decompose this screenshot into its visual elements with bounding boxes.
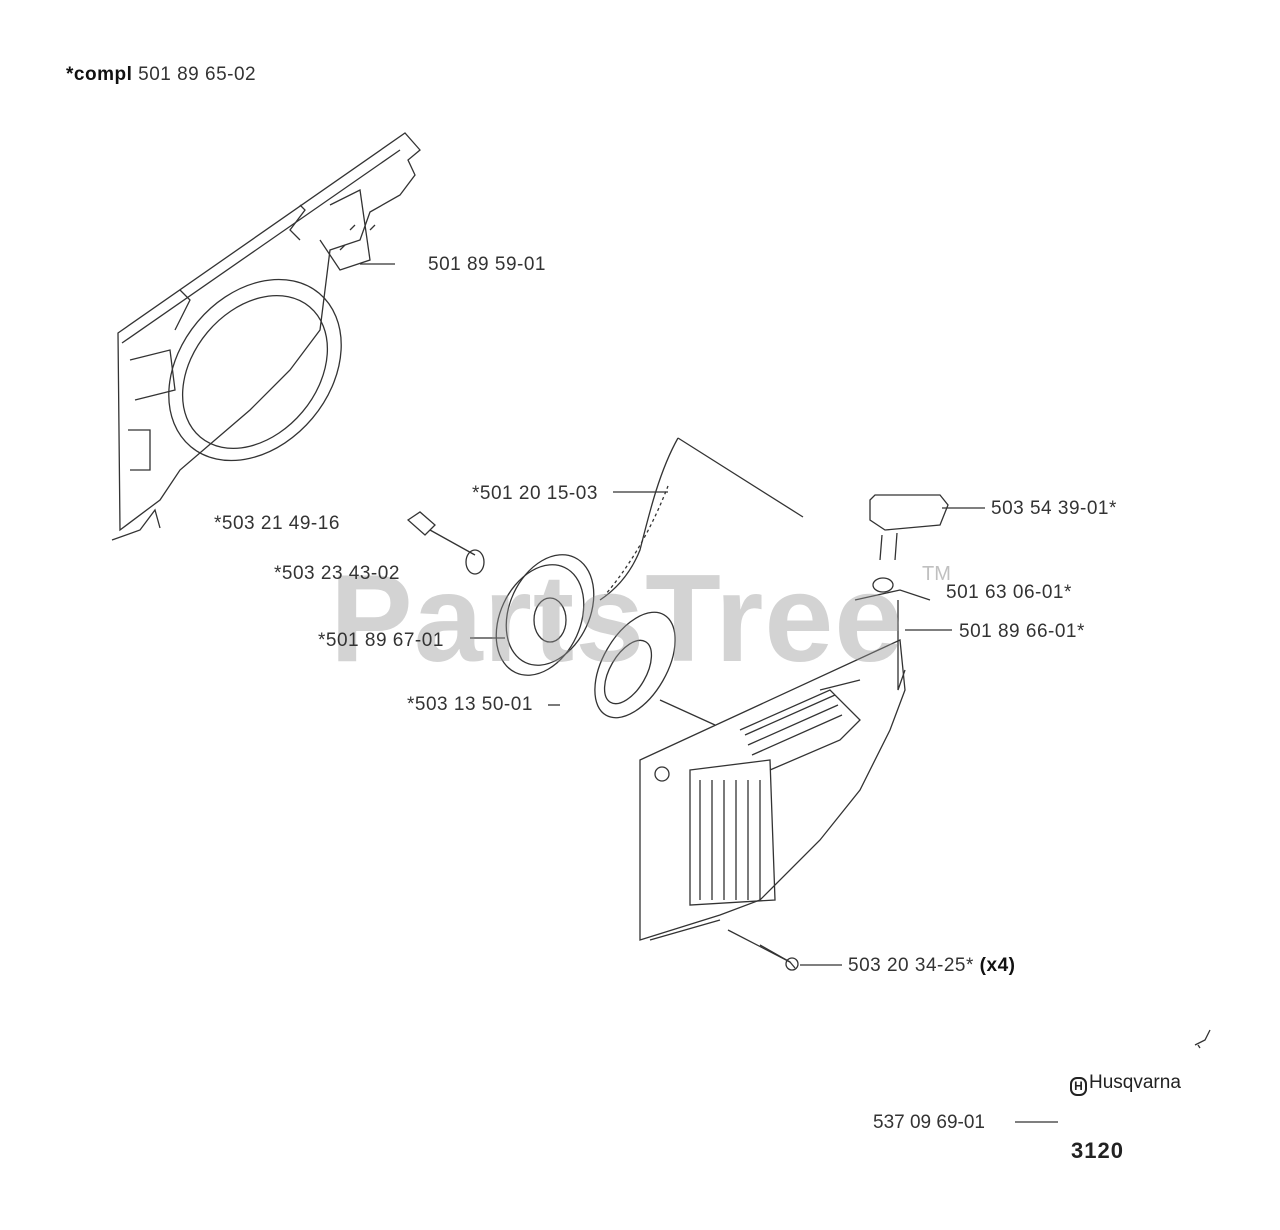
- assembly-label: *compl 501 89 65-02: [66, 64, 256, 86]
- diagram-part-number: 537 09 69-01: [873, 1112, 985, 1133]
- watermark: PartsTree: [330, 550, 905, 688]
- part-label[interactable]: 503 54 39-01*: [991, 498, 1117, 519]
- part-label[interactable]: *501 20 15-03: [472, 483, 598, 504]
- model-number: 3120: [1071, 1138, 1124, 1163]
- part-label[interactable]: 501 89 59-01: [428, 254, 546, 275]
- part-quantity: (x4): [979, 955, 1016, 976]
- husqvarna-crown-icon: H: [1070, 1077, 1087, 1096]
- part-number: 503 20 34-25*: [848, 955, 974, 976]
- watermark-tm: TM: [922, 563, 951, 585]
- cover-plate-drawing: [111, 132, 421, 541]
- assembly-number: 501 89 65-02: [138, 64, 257, 85]
- corner-mark: [1194, 1029, 1211, 1049]
- spring-housing-drawing: [548, 611, 716, 726]
- part-label[interactable]: *503 21 49-16: [214, 513, 340, 534]
- part-label[interactable]: 501 63 06-01*: [946, 582, 1072, 603]
- part-label[interactable]: 501 89 66-01*: [959, 621, 1085, 642]
- starter-housing-drawing: [639, 589, 931, 941]
- part-label-with-qty[interactable]: 503 20 34-25* (x4): [848, 955, 1015, 977]
- starter-rope-drawing: [599, 437, 804, 601]
- screw-drawing: [406, 511, 485, 575]
- part-label[interactable]: *503 23 43-02: [274, 563, 400, 584]
- brand-name: Husqvarna: [1089, 1072, 1181, 1093]
- assembly-prefix: *compl: [66, 64, 133, 85]
- part-label[interactable]: *501 89 67-01: [318, 630, 444, 651]
- starter-handle-drawing: [869, 494, 985, 691]
- pulley-drawing: [470, 554, 595, 676]
- part-label[interactable]: *503 13 50-01: [407, 694, 533, 715]
- bolt-drawing: [727, 929, 842, 971]
